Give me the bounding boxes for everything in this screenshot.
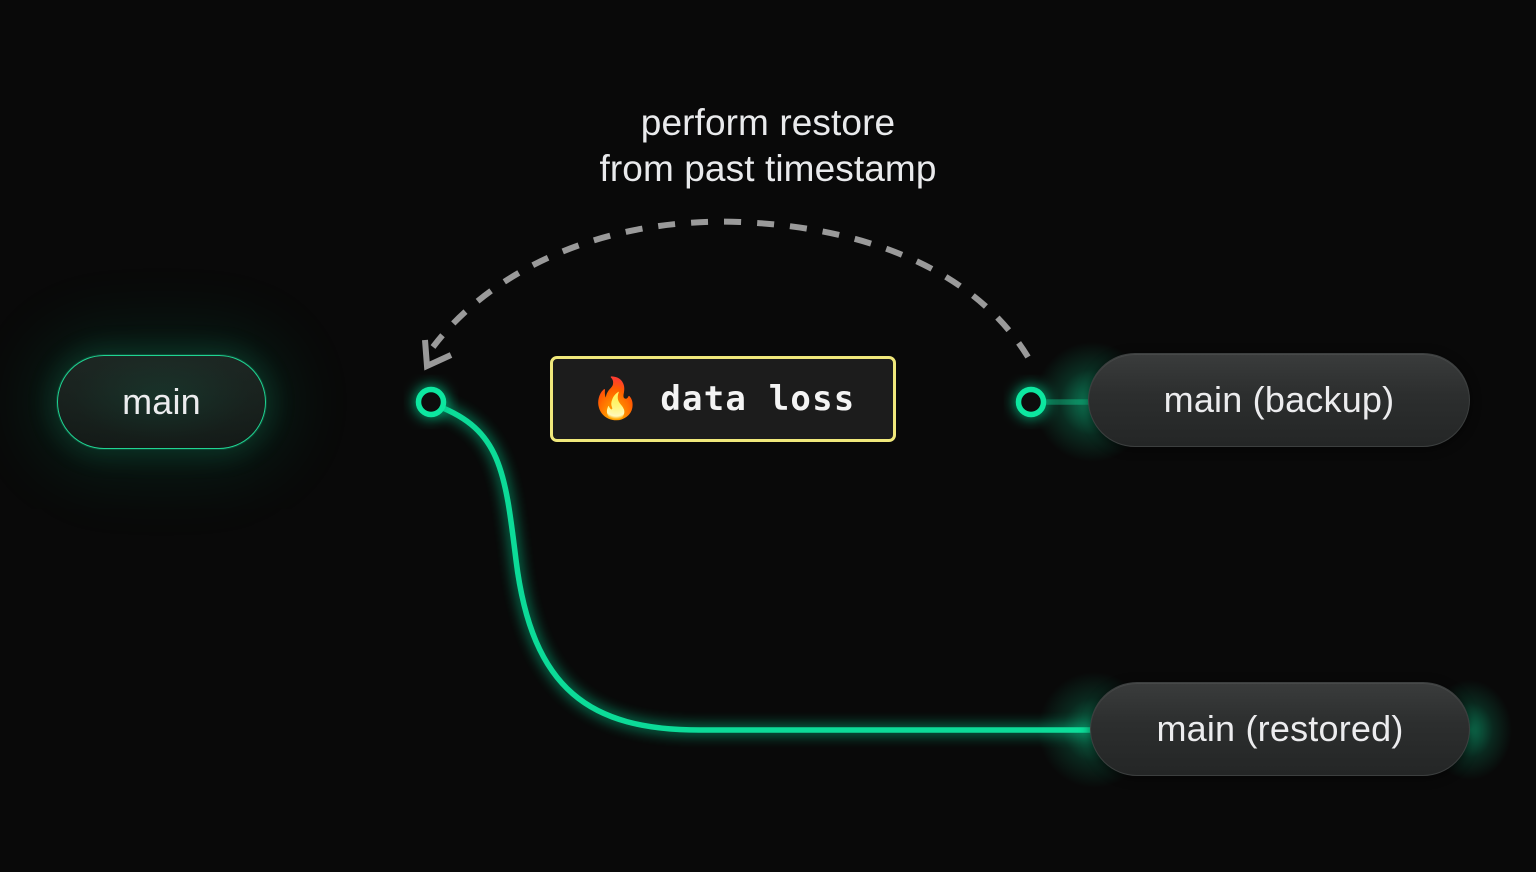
edge-branch-point-to-restored [435, 403, 1113, 733]
node-main-restored[interactable]: main (restored) [1090, 682, 1470, 776]
node-main-backup-label: main (backup) [1163, 379, 1395, 420]
commit-point-backup[interactable] [1015, 386, 1047, 418]
restore-arrow-arc [430, 218, 1031, 359]
diagram-caption: perform restore from past timestamp [599, 102, 937, 189]
node-main-label: main [122, 381, 201, 422]
event-box-label: data loss [660, 379, 856, 419]
node-main-restored-label: main (restored) [1156, 708, 1404, 749]
commit-point-branch[interactable] [415, 386, 447, 418]
fire-icon: 🔥 [590, 377, 641, 421]
node-main-backup[interactable]: main (backup) [1088, 353, 1470, 447]
node-main[interactable]: main [0, 296, 325, 508]
restore-arrow-head-icon [422, 339, 453, 371]
event-box-data-loss[interactable]: 🔥 data loss [550, 356, 896, 442]
